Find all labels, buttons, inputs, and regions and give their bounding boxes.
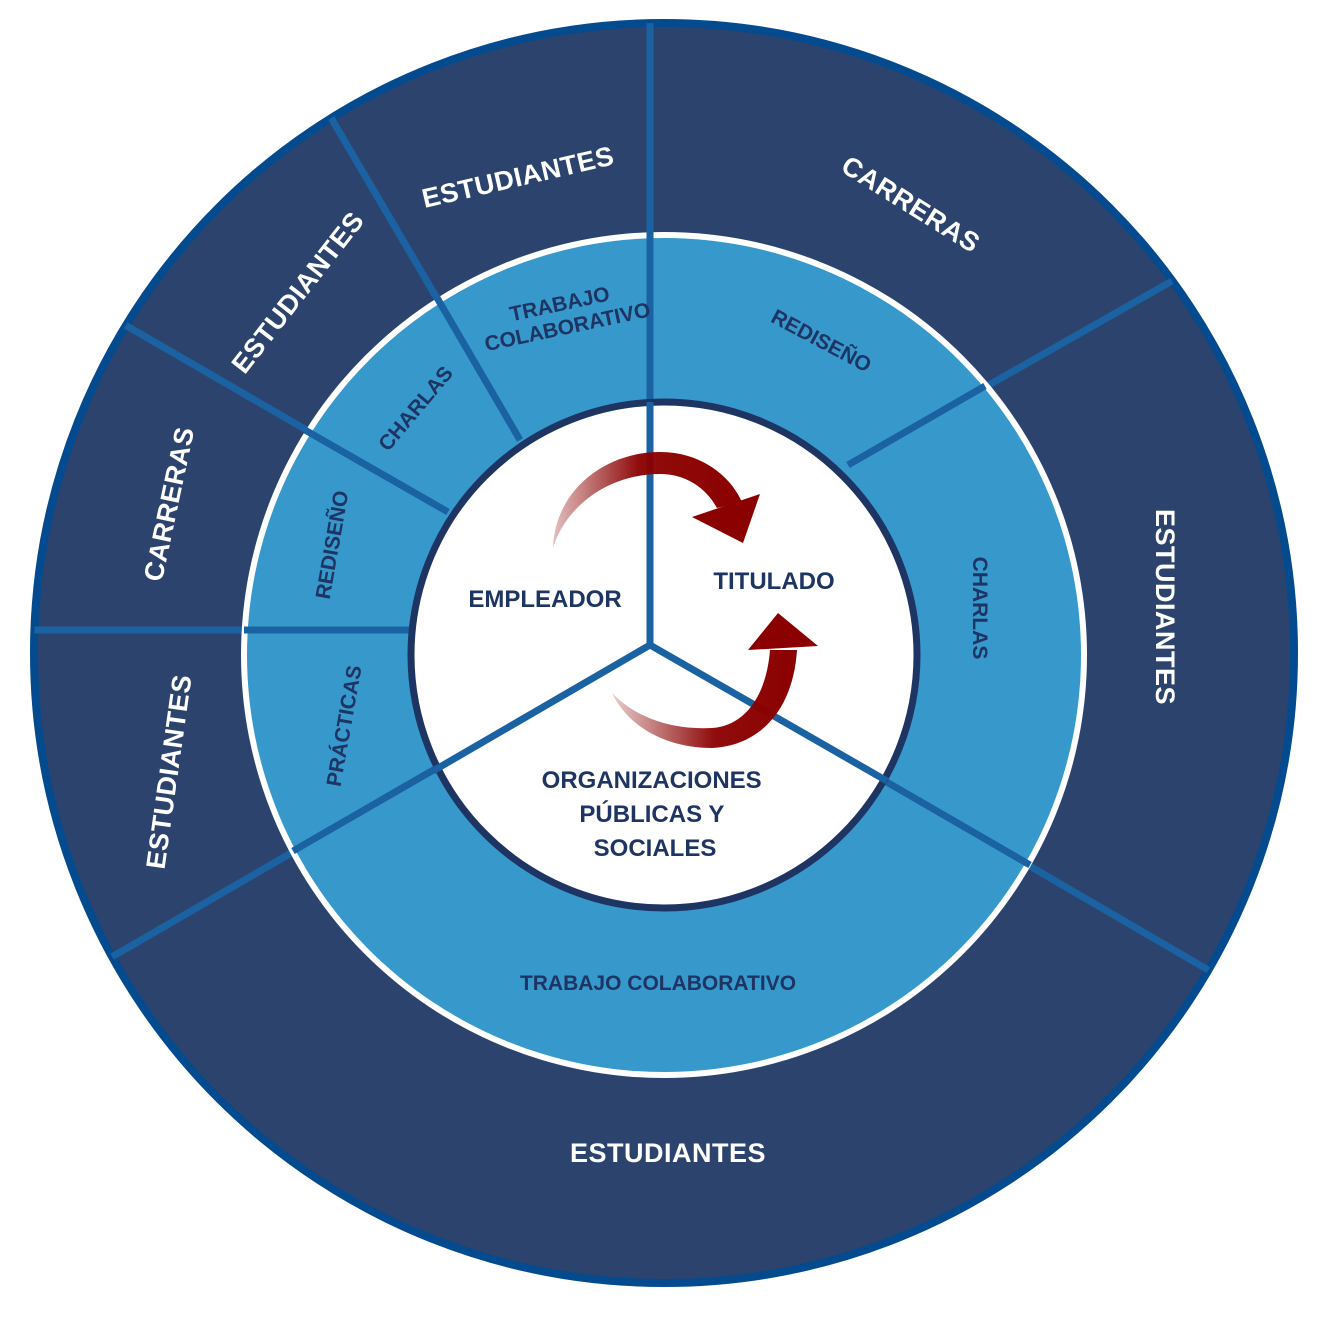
- divider-line: [431, 641, 652, 775]
- outer-label-estudiantes-right: ESTUDIANTES: [1150, 509, 1180, 705]
- core-label-organizaciones: ORGANIZACIONES PÚBLICAS Y SOCIALES: [542, 767, 769, 862]
- cycle-arrow-bottom-icon: [612, 613, 818, 748]
- core-label-line: SOCIALES: [594, 835, 717, 862]
- middle-label-charlas-right: CHARLAS: [968, 557, 991, 660]
- cycle-arrow-top-icon: [553, 452, 760, 548]
- middle-label-trabajo-colaborativo-bottom: TRABAJO COLABORATIVO: [520, 972, 796, 995]
- core-label-empleador: EMPLEADOR: [468, 586, 621, 613]
- core-label-line: ORGANIZACIONES: [542, 767, 762, 794]
- divider-line: [303, 426, 450, 516]
- core-label-line: PÚBLICAS Y: [579, 800, 724, 828]
- outer-label-estudiantes-bottom: ESTUDIANTES: [570, 1138, 766, 1168]
- core-label-titulado: TITULADO: [713, 568, 834, 595]
- divider-line: [846, 382, 987, 469]
- divider-line: [432, 294, 524, 442]
